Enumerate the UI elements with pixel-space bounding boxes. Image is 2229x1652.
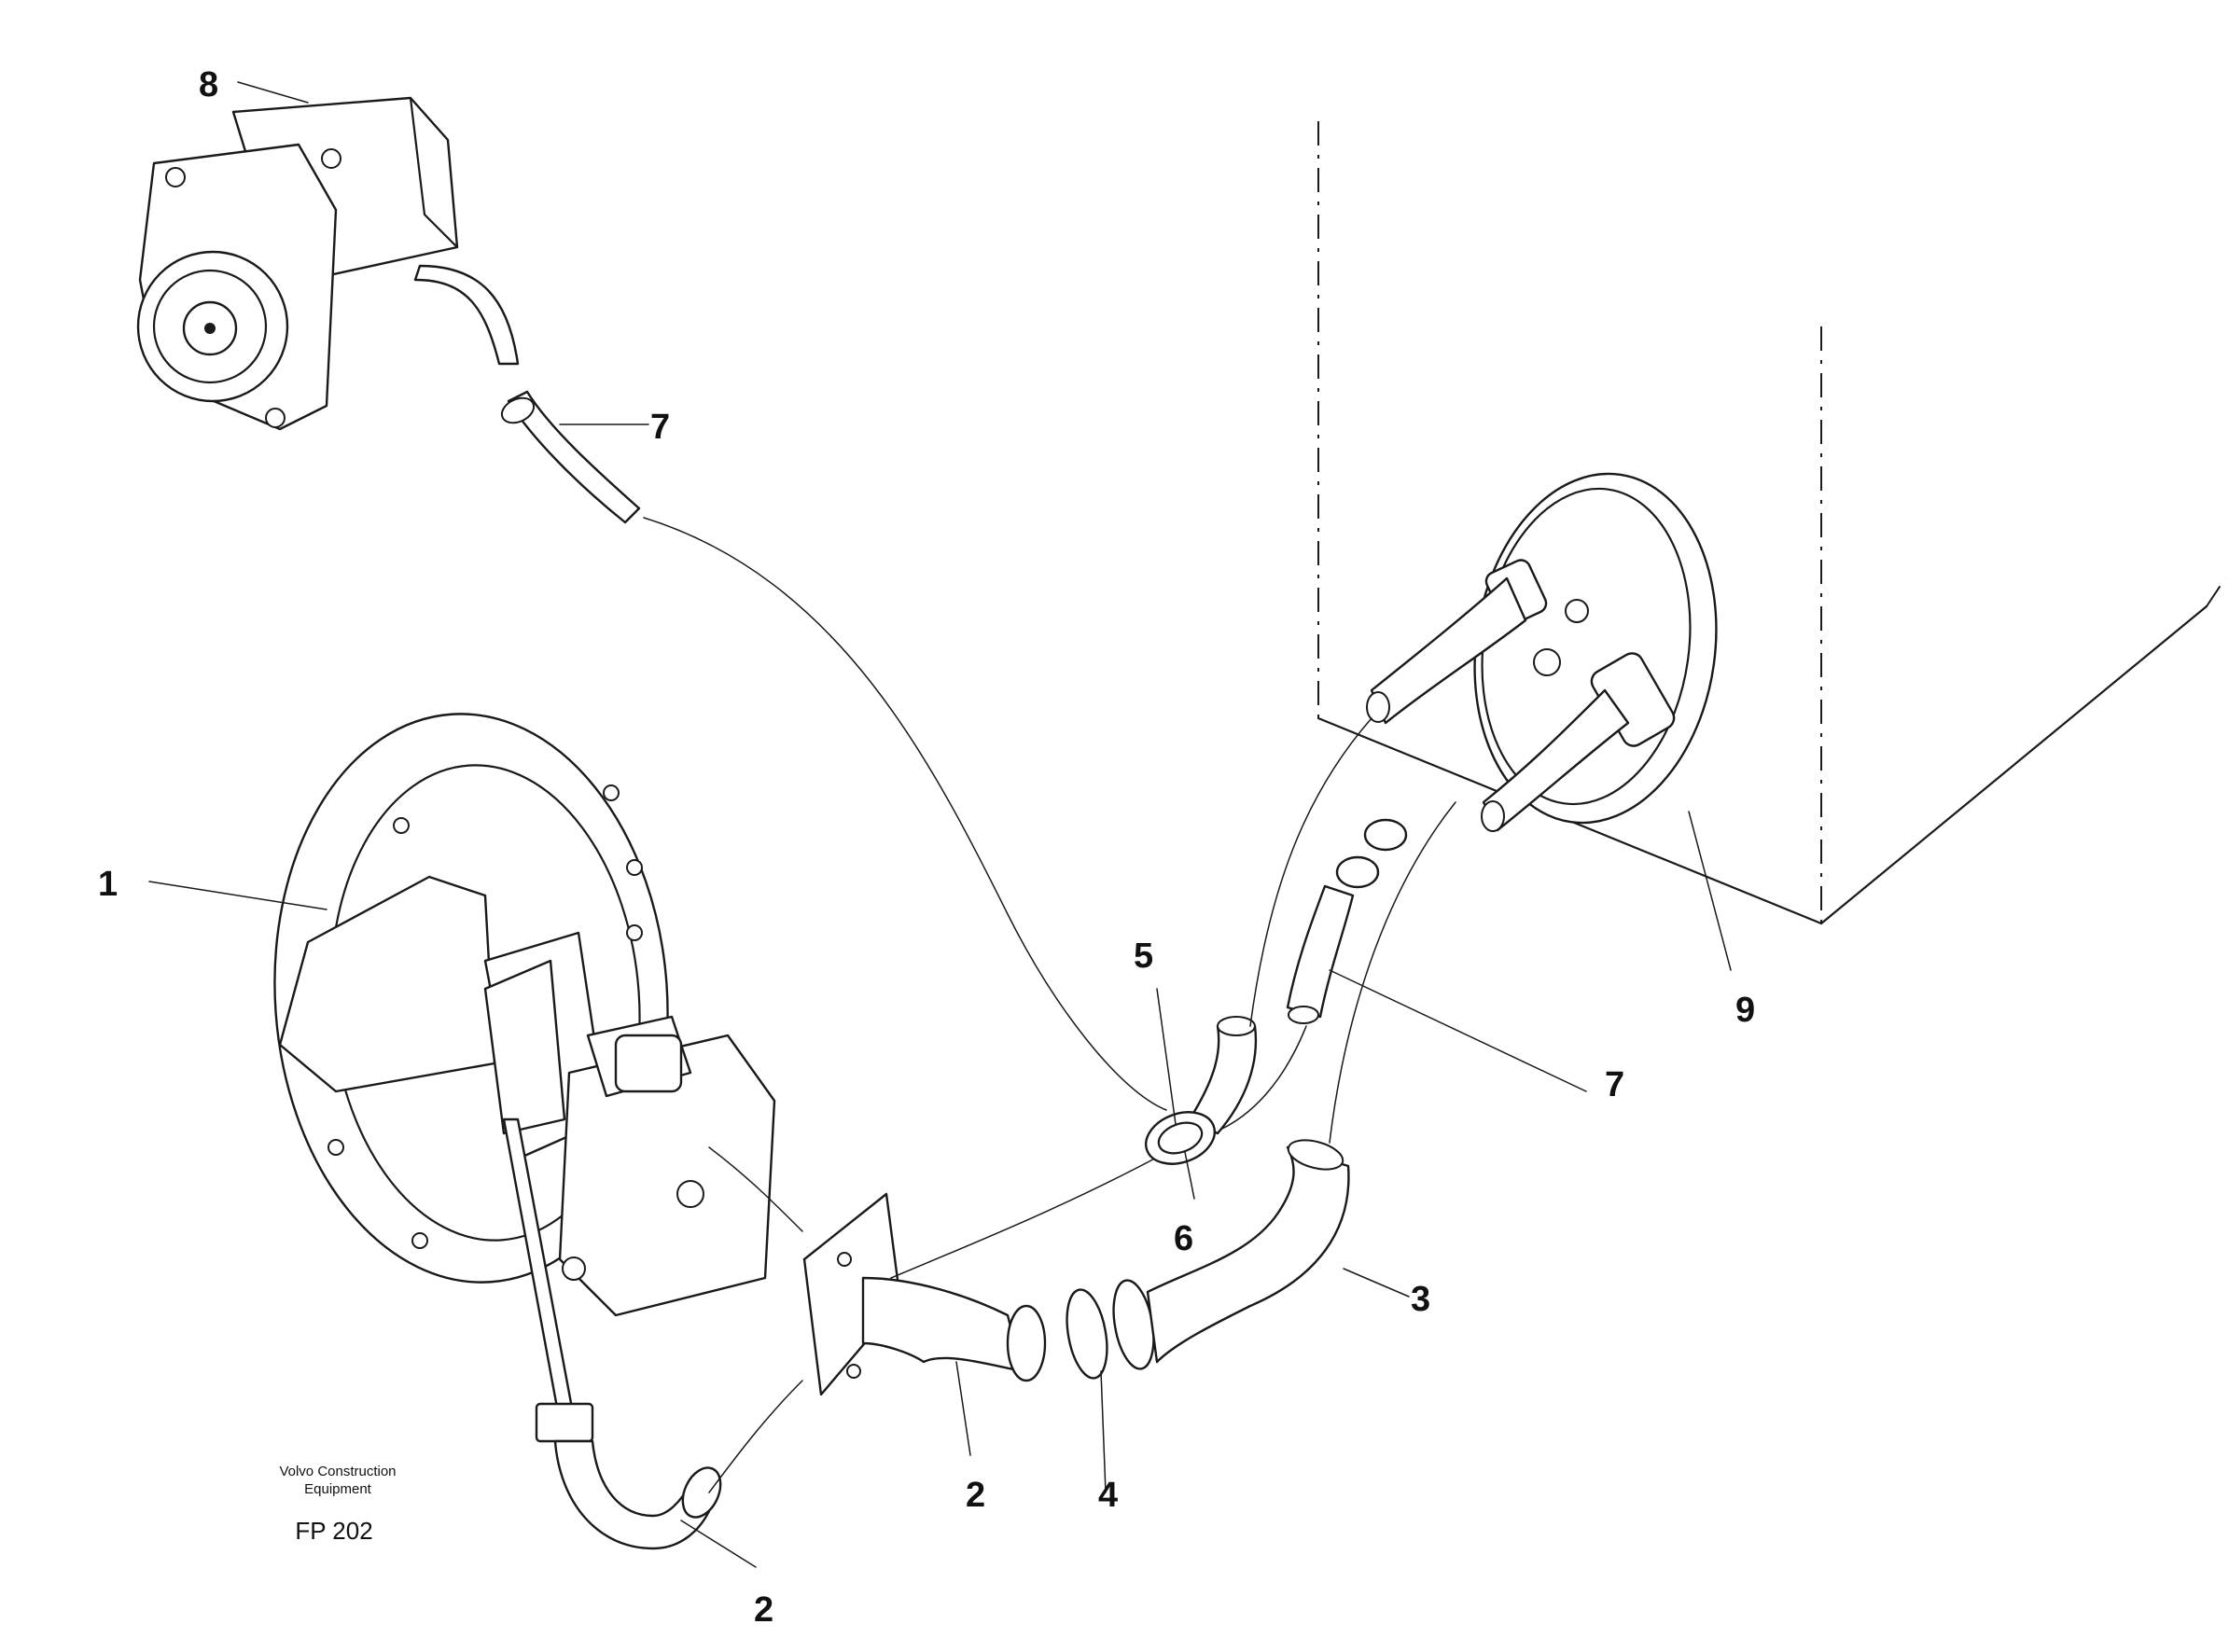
callout-4: 4 (1098, 1476, 1118, 1515)
callout-5: 5 (1134, 937, 1153, 976)
caption-figure-code: FP 202 (295, 1517, 372, 1545)
figure-caption: Volvo Construction Equipment FP 202 (279, 1464, 396, 1545)
gear-pump (136, 96, 520, 431)
hose-7-top (500, 390, 1167, 1111)
caption-company-line1: Volvo Construction (279, 1464, 396, 1479)
callout-9: 9 (1735, 991, 1755, 1030)
suction-pipe-2 (708, 1146, 1177, 1493)
hydraulic-tank (1317, 121, 2226, 925)
callout-2-middle: 2 (966, 1476, 985, 1515)
callout-7-right: 7 (1605, 1065, 1624, 1104)
callout-8: 8 (199, 65, 218, 104)
callout-7-top: 7 (650, 408, 670, 447)
return-hose-5-6 (1145, 717, 1372, 1165)
hose-7-right (1286, 818, 1408, 1024)
callout-3: 3 (1411, 1280, 1430, 1319)
callout-1: 1 (98, 865, 118, 904)
callout-2-bottom: 2 (754, 1590, 773, 1630)
main-pump-assembly (273, 713, 776, 1550)
hose-3 (1146, 801, 1456, 1364)
hose-clamps-4 (1066, 1279, 1155, 1380)
callout-6: 6 (1174, 1219, 1193, 1258)
caption-company-line2: Equipment (304, 1481, 372, 1497)
callouts: 8 7 1 5 6 7 9 3 2 4 2 (98, 65, 1755, 1630)
leader-lines (148, 81, 1732, 1568)
